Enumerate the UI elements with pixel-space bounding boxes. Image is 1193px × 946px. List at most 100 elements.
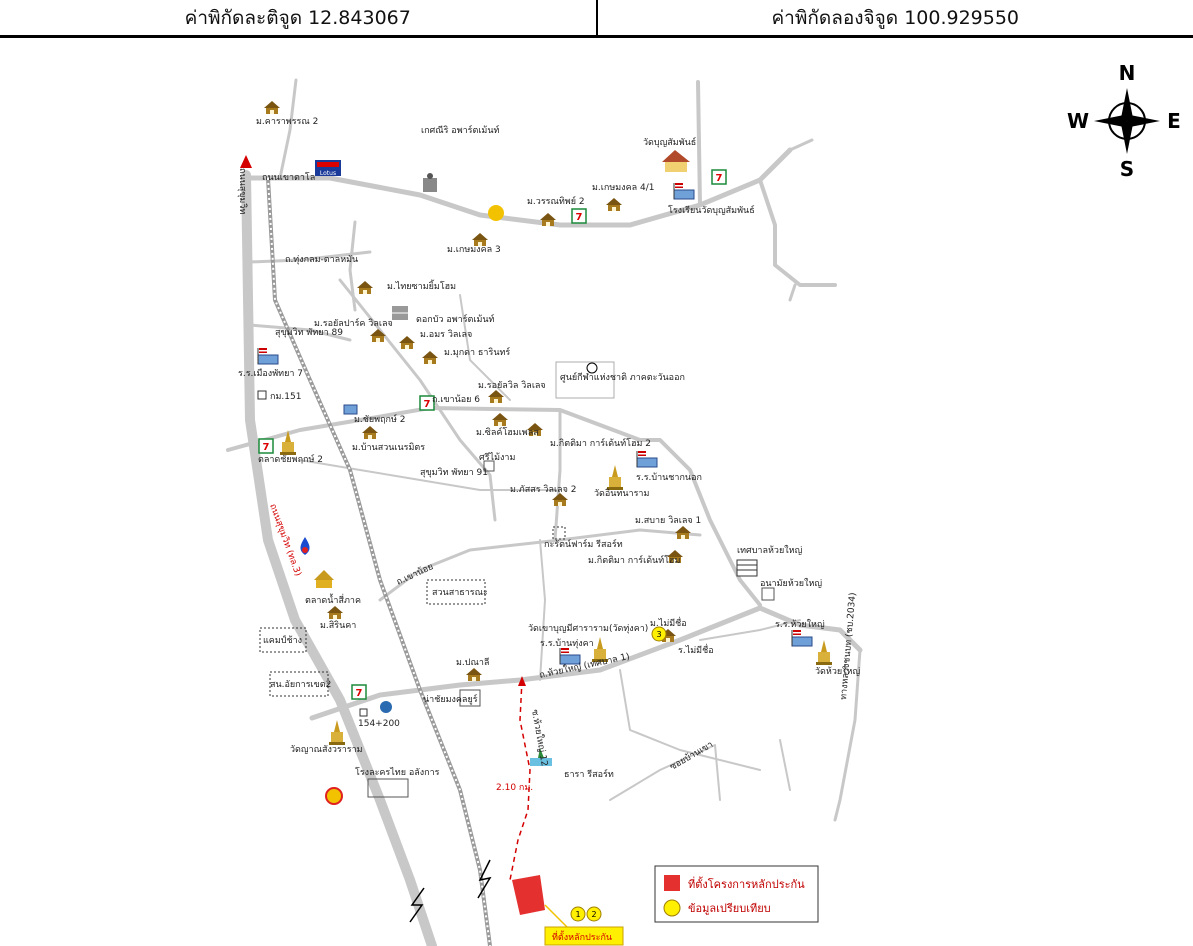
comparable-marker-3: 3 <box>651 626 667 642</box>
longitude-label: ค่าพิกัดลองจิจูด 100.929550 <box>771 6 1020 29</box>
label: สุขุมวิท พัทยา 89 <box>275 327 343 338</box>
label: ถนนสุขุมวิท <box>237 168 248 214</box>
route-arrow <box>518 676 526 686</box>
label: ม.วรรณทิพย์ 2 <box>527 195 585 207</box>
road-chaiyaphruek <box>226 406 762 607</box>
power-line-icon <box>477 859 492 899</box>
label: 154+200 <box>358 719 400 729</box>
legend-project-swatch <box>664 875 680 891</box>
makro-icon <box>488 205 504 221</box>
comparable-marker-1: 1 <box>570 906 586 922</box>
road-north-left <box>278 78 298 180</box>
label: ธารา รีสอร์ท <box>564 768 614 780</box>
label: ม.กิตติมา การ์เด้นท์โฮม <box>588 554 680 566</box>
label: ม.บ้านสวนเนรมิตร <box>352 442 425 453</box>
km151-marker-icon <box>257 390 267 400</box>
temple-icon <box>329 720 345 745</box>
location-map: 7 <box>226 61 1181 946</box>
label: ม.ไม่มีชื่อ <box>650 616 687 629</box>
label: ศูนย์กีฬาแห่งชาติ ภาคตะวันออก <box>560 371 685 383</box>
label: เกศณีริ อพาร์ตเม้นท์ <box>421 124 500 136</box>
house-icon <box>399 336 415 349</box>
label: ม.เกษมงคล 3 <box>447 245 501 255</box>
legend-project-label: ที่ตั้งโครงการหลักประกัน <box>688 876 805 891</box>
road-north-branch <box>696 80 702 207</box>
house-icon <box>466 668 482 681</box>
label: อนามัยห้วยใหญ่ <box>760 578 822 589</box>
shell-gas-icon <box>325 787 343 805</box>
road-inner-diagonal2 <box>459 294 511 401</box>
distance-route <box>509 679 531 881</box>
compass-rose: N S E W <box>1067 61 1181 181</box>
label: ตลาดชัยพฤกษ์ 2 <box>258 453 323 465</box>
floating-market-icon <box>314 570 334 588</box>
suan-satharana-box <box>426 579 486 605</box>
road-sukhumvit89 <box>248 323 352 342</box>
sukhumvit-road <box>241 170 437 946</box>
house-icon <box>264 101 280 114</box>
label: 2.10 กม. <box>496 783 533 793</box>
road-east-spur2 <box>788 283 797 302</box>
police-box <box>269 671 329 697</box>
road-2034 <box>833 648 862 822</box>
sri-nai-box <box>483 460 495 472</box>
legend-comparable-swatch <box>663 899 681 917</box>
lotus-label: Lotus <box>320 170 336 177</box>
building-icon <box>423 173 437 192</box>
label: ตลาดน้ำสี่ภาค <box>305 593 361 606</box>
road-inner-vertical <box>553 408 562 542</box>
house-icon <box>540 213 556 226</box>
school-icon <box>559 647 581 665</box>
road-southeast-branch <box>779 739 791 791</box>
lotus-store-icon: Lotus <box>315 160 341 177</box>
label: วัดญาณสังวราราม <box>290 745 363 755</box>
label: ร.ร.เมืองพัทยา 7 <box>238 368 303 379</box>
nam-chai-box <box>459 689 481 707</box>
seven-eleven-icon <box>571 208 587 224</box>
wat-bunsamphan-icon <box>662 150 690 172</box>
comparable-marker-2: 2 <box>586 906 602 922</box>
label: ม.เกษมงคล 4/1 <box>592 183 654 193</box>
road-khao-noi <box>378 528 702 602</box>
label: ม.สิรินคา <box>320 620 356 631</box>
label: ซอยบ้านเขา <box>668 739 715 773</box>
label: ม.กิตติมา การ์เด้นท์โฮม 2 <box>550 437 651 449</box>
label: ร.ไม่มีชื่อ <box>678 643 714 656</box>
label: ดอกบัว อพาร์ตเม้นท์ <box>416 313 495 325</box>
label: ม.ภัสสร วิลเลจ 2 <box>510 484 576 495</box>
house-icon <box>362 426 378 439</box>
label: ม.ไทยซามยิ้มโฮม <box>387 279 456 292</box>
label: ม.ซิลค์โฮมเพลส <box>476 426 539 438</box>
marker-2-label: 2 <box>591 910 596 919</box>
municipality-icon <box>736 559 758 577</box>
label: วัดห้วยใหญ่ <box>815 666 860 677</box>
house-icon <box>675 526 691 539</box>
legend-comparable-label: ข้อมูลเปรียบเทียบ <box>688 902 771 915</box>
road-east-spur <box>788 138 814 152</box>
seven-eleven-icon <box>351 684 367 700</box>
label: น่าชัยมงคลยูร์ <box>423 693 478 705</box>
school-icon <box>791 629 813 647</box>
label: กะรัตน์ฟาร์ม รีสอร์ท <box>544 538 623 550</box>
house-icon <box>422 351 438 364</box>
label: ม.ปณาลี <box>456 657 489 668</box>
tara-resort-icon <box>530 748 552 766</box>
label: ถ.เขาน้อย 6 <box>432 394 480 405</box>
compass-north: N <box>1119 61 1136 85</box>
road-thungklom <box>248 250 372 264</box>
house-icon <box>357 281 373 294</box>
label: แคมป์ช้าง <box>263 634 302 646</box>
house-icon <box>606 198 622 211</box>
temple-icon <box>607 465 623 490</box>
house-icon <box>492 413 508 426</box>
label: วัดบุญสัมพันธ์ <box>643 136 696 148</box>
house-icon <box>370 329 386 342</box>
railway-line <box>266 177 492 946</box>
label: กม.151 <box>270 392 301 402</box>
project-site-label-box <box>544 926 624 946</box>
project-site-label: ที่ตั้งหลักประกัน <box>552 930 612 943</box>
compass-west: W <box>1067 109 1089 133</box>
label: ม.รอยัลวิล วิลเลจ <box>478 380 546 391</box>
road-top <box>247 147 793 228</box>
school-icon <box>673 182 695 200</box>
